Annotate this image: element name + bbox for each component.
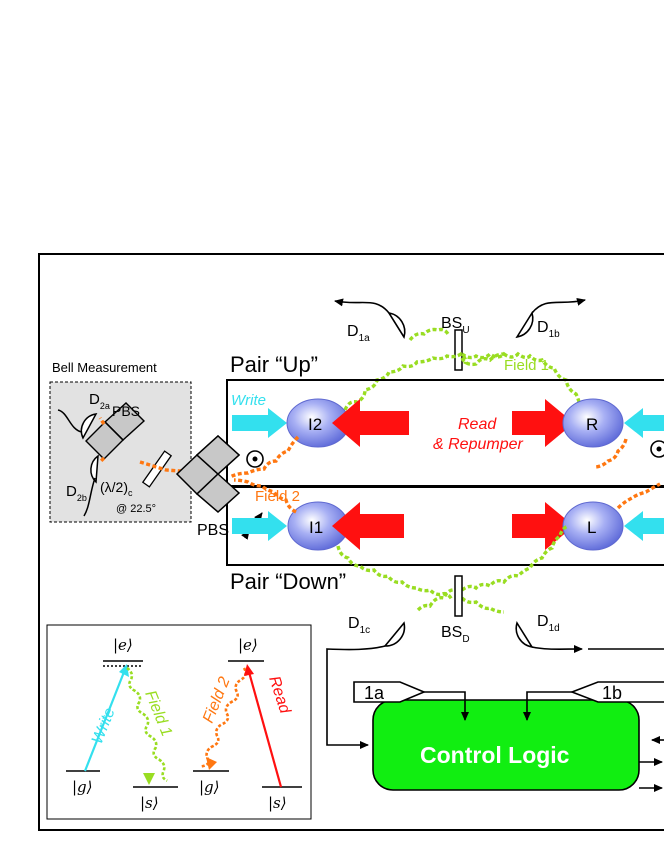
atom-i2-label: I2 xyxy=(308,415,322,434)
detector-d1b xyxy=(515,297,586,339)
main-pbs-cube xyxy=(175,434,241,513)
repumper-label: & Repumper xyxy=(433,436,523,453)
input-1a-label: 1a xyxy=(364,683,385,703)
write-arrow-i2 xyxy=(232,408,287,438)
read-arrow-i2 xyxy=(332,399,409,447)
main-pbs-label: PBS xyxy=(197,522,229,539)
pair-up-label: Pair “Up” xyxy=(230,352,318,377)
level-e2-label: |e⟩ xyxy=(238,636,258,654)
atom-i1-label: I1 xyxy=(309,518,323,537)
write-label: Write xyxy=(231,392,266,409)
atom-l xyxy=(562,501,624,551)
d2b-label: D2b xyxy=(66,483,87,503)
field1-bottom xyxy=(336,524,569,614)
read-transition-head xyxy=(244,664,254,676)
d1c-label: D1c xyxy=(348,615,370,636)
polarization-out-icon xyxy=(246,450,264,468)
field2-up xyxy=(229,435,628,479)
detector-d1a xyxy=(334,298,406,339)
waveplate-label: (λ/2)c xyxy=(100,479,133,498)
detector-d2b xyxy=(83,454,99,517)
bell-measurement-title: Bell Measurement xyxy=(52,360,157,375)
write-transition xyxy=(83,671,126,772)
field2-label: Field 2 xyxy=(255,488,300,505)
atom-r xyxy=(562,398,624,448)
d1b-label: D1b xyxy=(537,319,560,340)
bsd-label: BSD xyxy=(441,624,470,645)
read-transition xyxy=(247,671,283,788)
d1d-label: D1d xyxy=(537,613,560,634)
pair-down-box xyxy=(226,485,664,566)
read-arrow-r xyxy=(512,399,574,447)
control-logic-label: Control Logic xyxy=(420,742,570,768)
level-g1-label: |g⟩ xyxy=(72,778,93,796)
bell-pbs-cube xyxy=(85,402,146,460)
detector-d1c xyxy=(326,621,406,749)
level-s1-label: |s⟩ xyxy=(140,794,159,812)
level-g2-label: |g⟩ xyxy=(199,778,220,796)
field2-transition-head xyxy=(206,757,217,770)
write-transition-head xyxy=(119,664,129,677)
control-logic-box xyxy=(372,699,640,791)
bell-measurement-box xyxy=(49,381,192,523)
level-s2-label: |s⟩ xyxy=(268,794,287,812)
read-arrow-i1 xyxy=(332,502,404,550)
atom-l-label: L xyxy=(587,518,596,537)
atom-r-label: R xyxy=(586,415,598,434)
input-1a-box xyxy=(353,681,427,703)
field1-transition xyxy=(126,666,168,782)
level-e1-label: |e⟩ xyxy=(113,636,133,654)
field1-transition-head xyxy=(143,773,155,785)
input-1b-label: 1b xyxy=(602,683,622,703)
field2-transition xyxy=(200,667,247,768)
detector-d1d xyxy=(515,621,664,654)
outer-frame xyxy=(38,253,664,831)
input-1a-arrow xyxy=(424,691,469,721)
beamsplitter-bsu xyxy=(454,329,463,371)
polarization-out-icon-right xyxy=(650,440,664,458)
field1-label: Field 1 xyxy=(504,357,549,374)
write-arrow-r xyxy=(624,408,664,438)
field2-down xyxy=(233,478,661,514)
bsu-label: BSU xyxy=(441,315,470,336)
field1-top xyxy=(343,327,582,411)
d2a-label: D2a xyxy=(89,391,110,411)
angle-label: @ 22.5° xyxy=(116,503,156,515)
detector-d2a xyxy=(57,409,98,440)
input-1b-arrow xyxy=(523,691,572,721)
write-arrow-i1 xyxy=(232,511,287,541)
d1a-label: D1a xyxy=(347,323,370,344)
beamsplitter-bsd xyxy=(454,575,463,617)
read-label: Read xyxy=(458,416,497,433)
pair-down-label: Pair “Down” xyxy=(230,569,346,594)
bell-pbs-label: PBS xyxy=(112,403,140,419)
write-arrow-l xyxy=(624,511,664,541)
